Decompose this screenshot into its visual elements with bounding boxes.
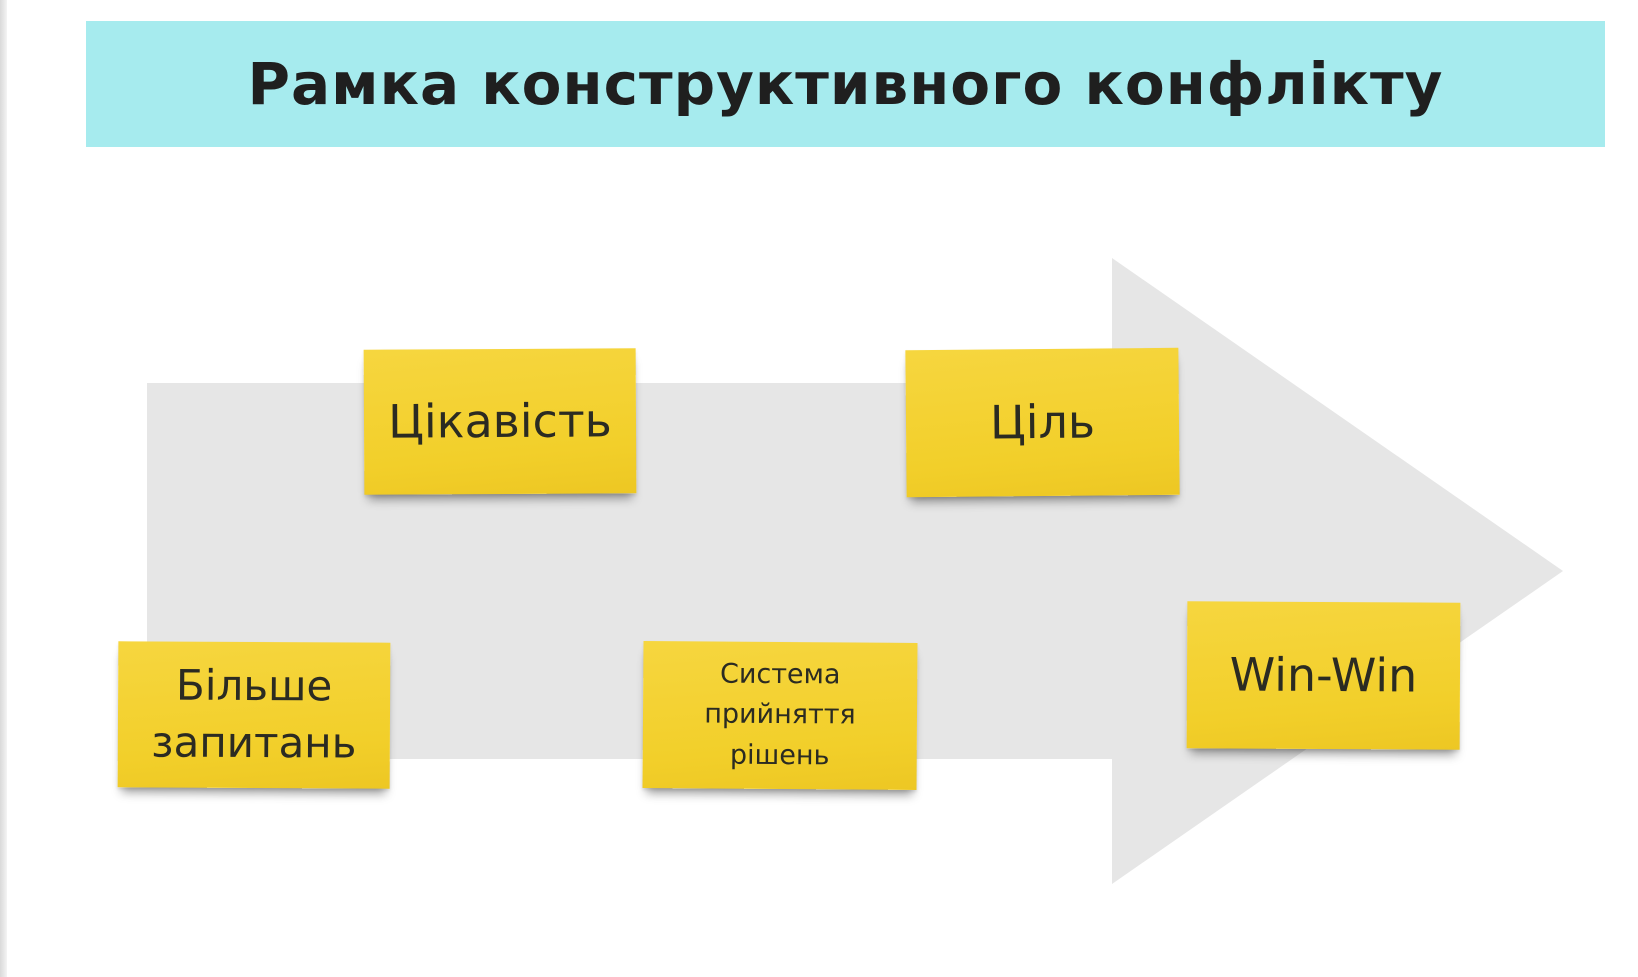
sticky-note-win-win: Win-Win [1186,601,1461,750]
arrow-shape [147,258,1563,884]
note-label-win-win: Win-Win [1229,647,1418,703]
note-label-curiosity: Цікавість [388,393,612,449]
sticky-note-decision-system: Система прийняття рішень [642,641,918,790]
sticky-note-more-questions: Більше запитань [117,641,391,789]
left-edge-shadow [0,0,7,977]
note-label-goal: Ціль [989,394,1096,450]
note-label-more-questions: Більше запитань [151,660,357,768]
sticky-note-goal: Ціль [905,347,1180,498]
note-label-decision-system: Система прийняття рішень [704,658,856,772]
sticky-note-curiosity: Цікавість [363,348,637,495]
diagram-title: Рамка конструктивного конфлікту [247,50,1444,118]
title-banner: Рамка конструктивного конфлікту [86,21,1605,147]
